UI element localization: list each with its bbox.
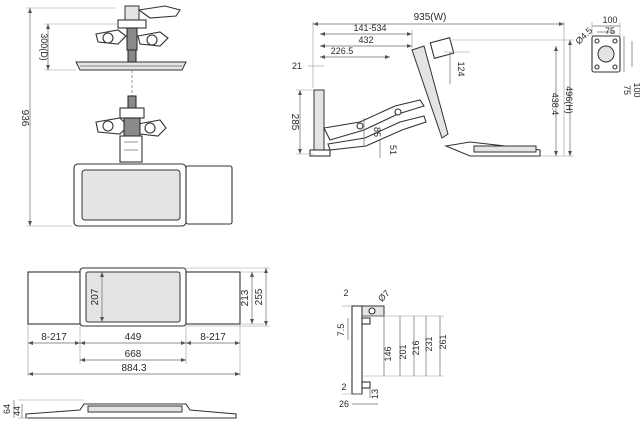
dim-overall-width-top-label: 884.3	[121, 363, 146, 374]
dim-left-offset-label: 8-217	[41, 332, 67, 343]
clamp-d216-label: 216	[411, 340, 421, 355]
dim-height-496-label: 496(H)	[564, 86, 574, 114]
dim-center-width-label: 449	[125, 332, 142, 343]
dim-pole-segment-label: 300(D)	[39, 33, 49, 61]
clamp-d201-label: 201	[398, 344, 408, 359]
clamp-d261-label: 261	[438, 334, 448, 349]
keyboard-tray-front	[73, 163, 233, 227]
vesa-plate-detail	[591, 22, 633, 73]
dim-base-51-label: 51	[388, 145, 398, 155]
dim-arm-124-label: 124	[456, 61, 466, 76]
dim-offset-21-label: 21	[292, 61, 302, 71]
dim-reach-226-label: 226.5	[331, 46, 354, 56]
lower-mount-assembly	[95, 107, 167, 163]
dim-tray-width-label: 668	[125, 349, 142, 360]
clamp-d2-top-label: 2	[343, 288, 348, 298]
monitor-profile	[411, 45, 449, 139]
vesa-side-100-label: 100	[632, 82, 640, 97]
clamp-d13-label: 13	[370, 389, 380, 399]
vesa-outer-label: 100	[602, 15, 617, 25]
dim-reach-range-label: 141-534	[353, 23, 386, 33]
clamp-post	[313, 89, 325, 155]
dim-arm-85-label: 85	[372, 127, 382, 137]
top-mount-assembly	[75, 5, 187, 71]
bottom-profile-drawing	[13, 399, 237, 419]
dim-total-height	[26, 7, 116, 227]
clamp-d26-label: 26	[339, 399, 349, 409]
clamp-hole-label: Ø7	[376, 288, 392, 304]
center-pole	[127, 70, 137, 109]
dim-depth-255-label: 255	[254, 288, 265, 305]
vesa-inner-label: 75	[605, 26, 615, 36]
side-view-drawing: 935(W) 141-534 432 226.5 21 124 438.4 49…	[289, 12, 574, 158]
dim-total-height-label: 936	[19, 110, 30, 127]
clamp-d2-bottom-label: 2	[341, 382, 346, 392]
dim-depth-213-label: 213	[240, 289, 251, 306]
dim-clamp-285-label: 285	[289, 114, 300, 131]
dim-overall-width-label: 935(W)	[414, 12, 447, 23]
front-view-drawing: 936 300(D)	[19, 5, 233, 227]
clamp-d231-label: 231	[424, 336, 434, 351]
vesa-side-75-label: 75	[622, 85, 632, 95]
clamp-bracket-detail	[342, 305, 444, 405]
dim-reach-432-label: 432	[358, 35, 373, 45]
dim-h64-label: 64	[2, 404, 12, 414]
clamp-d75-label: 7.5	[336, 324, 346, 337]
dim-pole-segment	[44, 23, 118, 71]
top-view-drawing	[27, 267, 270, 376]
dim-right-offset-label: 8-217	[200, 332, 226, 343]
dim-tray-depth-label: 207	[90, 288, 101, 305]
dim-height-438-label: 438.4	[550, 93, 560, 116]
dim-h44-label: 44	[12, 406, 22, 416]
clamp-d146-label: 146	[383, 346, 393, 361]
vesa-hole-label: Ø4.5	[573, 25, 594, 46]
